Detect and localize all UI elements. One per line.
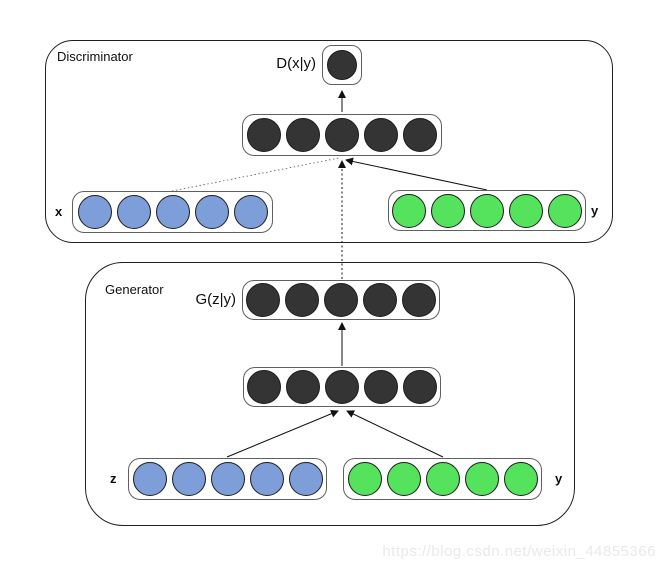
dark-node-circle — [327, 50, 357, 80]
dark-node-circle — [403, 370, 437, 404]
discriminator-title: Discriminator — [57, 49, 133, 64]
green-node-circle — [464, 462, 499, 496]
disc-hidden-layer — [242, 114, 442, 156]
blue-node-circle — [77, 195, 112, 229]
dark-node-circle — [402, 283, 436, 317]
green-node-circle — [425, 462, 460, 496]
blue-node-circle — [194, 195, 229, 229]
disc-input-x-label: x — [55, 204, 63, 219]
dark-node-circle — [363, 283, 397, 317]
blue-node-circle — [288, 462, 323, 496]
blue-node-circle — [116, 195, 151, 229]
dark-node-circle — [325, 370, 359, 404]
dark-node-circle — [364, 118, 398, 152]
generator-box — [85, 262, 575, 526]
dark-node-circle — [286, 118, 320, 152]
green-node-circle — [431, 193, 465, 228]
disc-input-x-layer — [72, 191, 273, 233]
green-node-circle — [509, 193, 543, 228]
blue-node-circle — [171, 462, 206, 496]
gen-input-z-layer — [128, 458, 327, 500]
green-node-circle — [503, 462, 538, 496]
gen-hidden-layer — [243, 367, 441, 407]
blue-node-circle — [155, 195, 190, 229]
dark-node-circle — [325, 118, 359, 152]
dark-node-circle — [247, 118, 281, 152]
dark-node-circle — [247, 370, 281, 404]
blue-node-circle — [249, 462, 284, 496]
gen-output-label: G(z|y) — [195, 291, 236, 308]
blue-node-circle — [233, 195, 268, 229]
green-node-circle — [392, 193, 426, 228]
blue-node-circle — [210, 462, 245, 496]
dark-node-circle — [286, 370, 320, 404]
disc-input-y-layer — [388, 190, 586, 231]
watermark-text: https://blog.csdn.net/weixin_44855366 — [382, 543, 656, 560]
generator-title: Generator — [105, 282, 164, 297]
disc-input-y-label: y — [591, 203, 599, 218]
disc-output-node-box — [322, 45, 362, 85]
gen-output-layer — [242, 280, 440, 320]
green-node-circle — [470, 193, 504, 228]
dark-node-circle — [403, 118, 437, 152]
green-node-circle — [548, 193, 582, 228]
blue-node-circle — [132, 462, 167, 496]
dark-node-circle — [246, 283, 280, 317]
green-node-circle — [347, 462, 382, 496]
dark-node-circle — [285, 283, 319, 317]
gen-input-y-label: y — [555, 471, 563, 486]
gen-input-y-layer — [343, 458, 542, 500]
dark-node-circle — [364, 370, 398, 404]
green-node-circle — [386, 462, 421, 496]
discriminator-box — [45, 40, 613, 243]
disc-output-label: D(x|y) — [276, 55, 316, 72]
gen-input-z-label: z — [110, 471, 117, 486]
dark-node-circle — [324, 283, 358, 317]
